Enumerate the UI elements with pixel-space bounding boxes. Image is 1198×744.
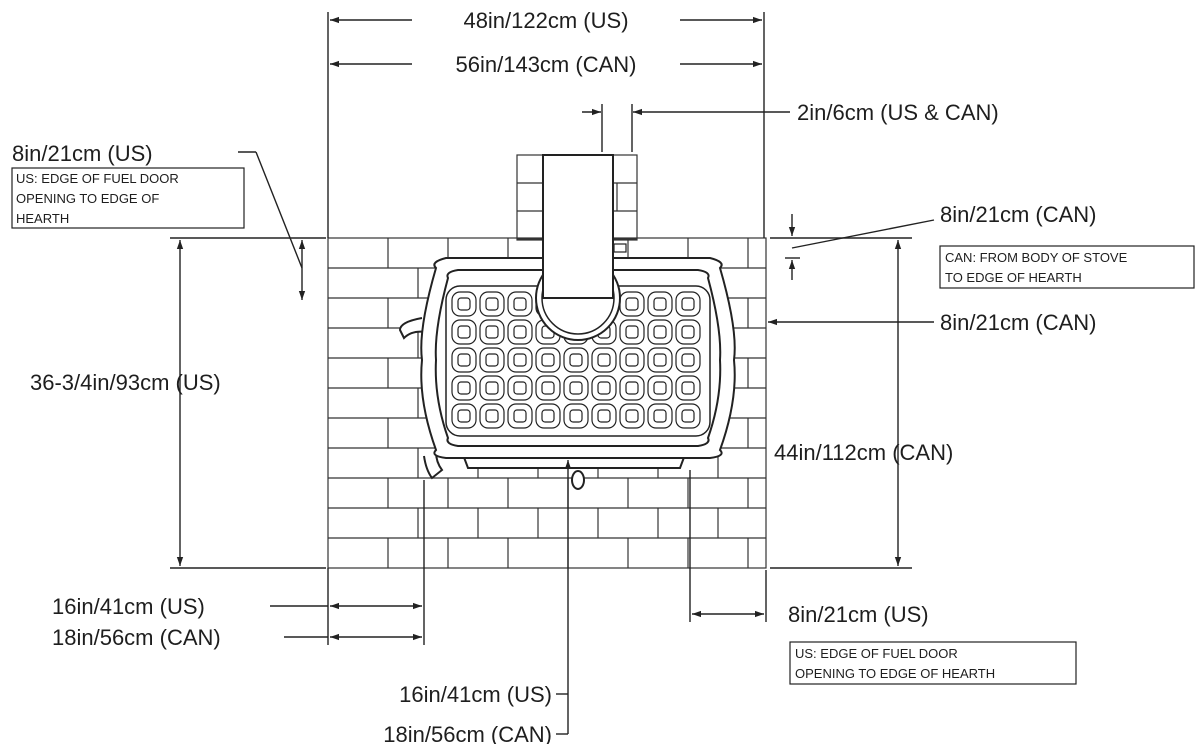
note-line: CAN: FROM BODY OF STOVE bbox=[945, 250, 1128, 265]
right-us-note-box: US: EDGE OF FUEL DOOR OPENING TO EDGE OF… bbox=[789, 641, 1077, 685]
right-us-label: 8in/21cm (US) bbox=[788, 602, 929, 627]
note-line: HEARTH bbox=[16, 211, 69, 226]
bottom-left-can-label: 18in/56cm (CAN) bbox=[52, 625, 221, 650]
side-can-label: 8in/21cm (CAN) bbox=[940, 310, 1096, 335]
rear-can-note-box: CAN: FROM BODY OF STOVE TO EDGE OF HEART… bbox=[939, 245, 1195, 289]
bottom-left-us-label: 16in/41cm (US) bbox=[52, 594, 205, 619]
note-line: US: EDGE OF FUEL DOOR bbox=[16, 171, 179, 186]
extension-lines bbox=[170, 12, 912, 645]
left-us-label: 8in/21cm (US) bbox=[12, 141, 153, 166]
front-can-label: 18in/56cm (CAN) bbox=[383, 722, 552, 744]
rear-can-label: 8in/21cm (CAN) bbox=[940, 202, 1096, 227]
width-can-label: 56in/143cm (CAN) bbox=[456, 52, 637, 77]
front-us-label: 16in/41cm (US) bbox=[399, 682, 552, 707]
depth-can-label: 44in/112cm (CAN) bbox=[774, 440, 953, 465]
left-us-note-box: US: EDGE OF FUEL DOOR OPENING TO EDGE OF… bbox=[11, 167, 245, 229]
note-line: TO EDGE OF HEARTH bbox=[945, 270, 1082, 285]
flue-clearance-label: 2in/6cm (US & CAN) bbox=[797, 100, 999, 125]
dimension-lines bbox=[176, 16, 935, 735]
width-us-label: 48in/122cm (US) bbox=[463, 8, 628, 33]
note-line: US: EDGE OF FUEL DOOR bbox=[795, 646, 958, 661]
note-line: OPENING TO EDGE OF bbox=[16, 191, 159, 206]
note-line: OPENING TO EDGE OF HEARTH bbox=[795, 666, 995, 681]
wood-stove bbox=[398, 154, 736, 490]
depth-us-label: 36-3/4in/93cm (US) bbox=[30, 370, 221, 395]
